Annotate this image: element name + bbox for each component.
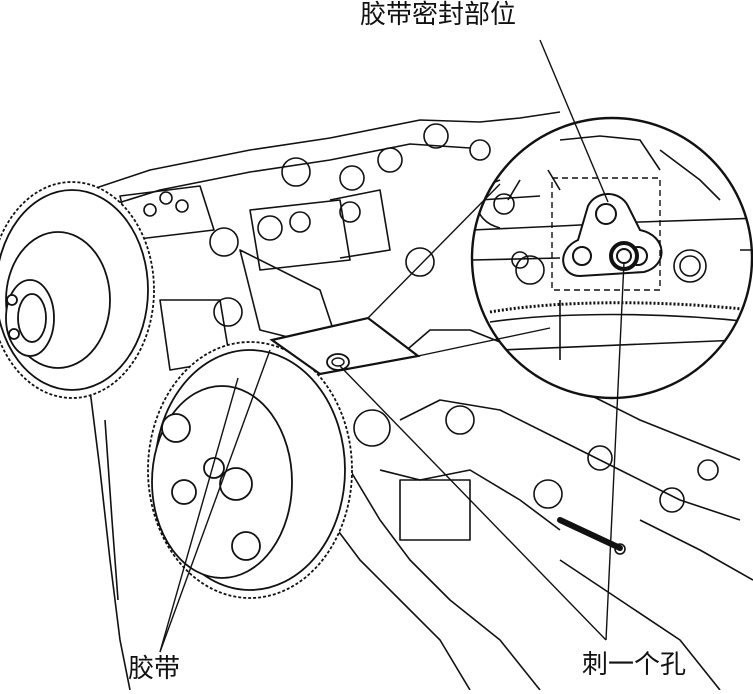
- detail-magnifier: [472, 118, 753, 398]
- label-pierce-hole: 刺一个孔: [582, 650, 687, 680]
- intake-vvt-sprocket: [0, 182, 154, 398]
- leader-hole-2: [340, 366, 606, 640]
- label-tape: 胶带: [128, 654, 181, 684]
- seal-plate: [563, 194, 661, 276]
- leader-seal: [540, 40, 608, 202]
- label-tape-seal-area: 胶带密封部位: [360, 0, 517, 30]
- leader-hole-1: [606, 262, 624, 640]
- exhaust-vvt-sprocket: [148, 342, 352, 598]
- leader-tape-2: [160, 378, 238, 652]
- leader-lines: [160, 40, 624, 652]
- leader-tape-1: [160, 350, 270, 652]
- tape-patch: [272, 318, 418, 374]
- projection-lines: [368, 184, 550, 356]
- seal-region-dashed: [552, 178, 660, 290]
